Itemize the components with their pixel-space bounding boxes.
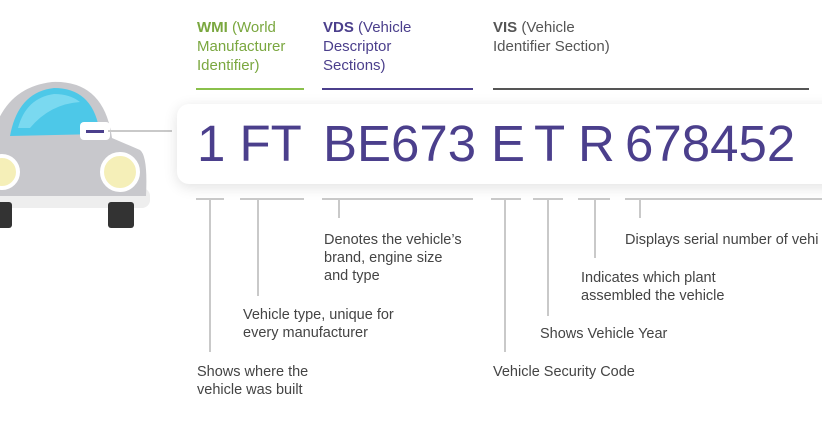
vin-plant: R [578, 115, 615, 172]
wmi-underline [196, 88, 304, 90]
car-illustration-icon [0, 81, 150, 228]
desc-type: Vehicle type, unique for every manufactu… [243, 307, 394, 341]
vin-wmi: 1 FT [197, 115, 302, 172]
vds-underline [322, 88, 473, 90]
vis-underline [493, 88, 809, 90]
desc-brand: Denotes the vehicle’s brand, engine size… [324, 232, 462, 284]
wmi-code: WMI [197, 19, 228, 36]
desc-serial: Displays serial number of vehi [625, 232, 819, 248]
wmi-desc: (World Manufacturer Identifier) [197, 19, 286, 74]
desc-built: Shows where the vehicle was built [197, 364, 309, 398]
tick-serial [639, 198, 641, 218]
vin-box [177, 104, 822, 184]
vin-year: T [534, 115, 566, 172]
vin-security: E [491, 115, 526, 172]
desc-security: Vehicle Security Code [493, 364, 635, 380]
vin-serial: 678452 [625, 115, 796, 172]
vis-code: VIS [493, 19, 518, 36]
tick-built [209, 198, 211, 352]
wmi-header: WMI (World Manufacturer Identifier) [197, 18, 307, 75]
vds-header: VDS (Vehicle Descriptor Sections) [323, 18, 443, 75]
bracket-serial [625, 198, 822, 200]
bracket-security [491, 198, 521, 200]
bracket-type [240, 198, 304, 200]
vds-desc: (Vehicle Descriptor Sections) [323, 19, 412, 74]
desc-year: Shows Vehicle Year [540, 326, 668, 342]
tick-year [547, 198, 549, 316]
tick-plant [594, 198, 596, 258]
tick-security [504, 198, 506, 352]
desc-plant: Indicates which plant assembled the vehi… [581, 270, 725, 304]
tick-type [257, 198, 259, 296]
vis-desc: (Vehicle Identifier Section) [493, 19, 610, 55]
car-connector-line [108, 130, 172, 132]
bracket-brand [322, 198, 473, 200]
vin-vds: BE673 [323, 115, 477, 172]
tick-brand [338, 198, 340, 218]
vds-code: VDS [323, 19, 354, 36]
vis-header: VIS (Vehicle Identifier Section) [493, 18, 613, 56]
